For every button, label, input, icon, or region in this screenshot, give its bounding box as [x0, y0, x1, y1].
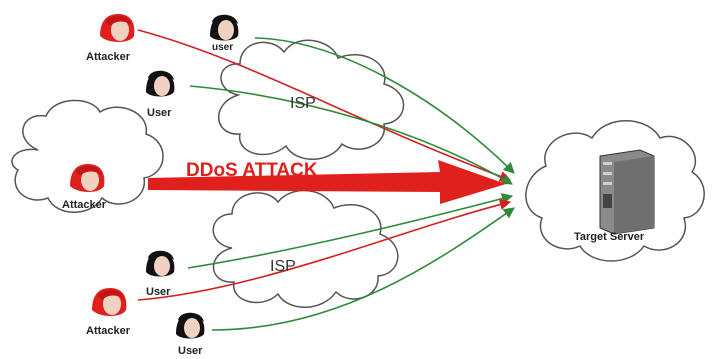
attacker-top-label: Attacker [86, 51, 131, 63]
attacker-main-icon [70, 164, 105, 192]
isp-label-bottom: ISP [270, 258, 296, 275]
line-user-bottom [211, 207, 515, 331]
line-attacker-top [137, 29, 512, 182]
user-top-label: user [212, 42, 233, 53]
ddos-arrow [148, 160, 506, 204]
isp-label-top: ISP [290, 95, 316, 112]
attacker-bottom-label: Attacker [86, 325, 131, 337]
user-mid-top-label: User [147, 107, 172, 119]
isp-cloud-top [218, 39, 405, 160]
attacker-top-icon [100, 14, 135, 42]
user-mid-top-icon [146, 70, 175, 97]
line-user-mid-top [189, 85, 513, 185]
line-user-top [254, 37, 515, 174]
isp-cloud-bottom [212, 189, 399, 308]
ddos-label: DDoS ATTACK [186, 160, 318, 181]
target-server-label: Target Server [574, 231, 645, 243]
line-attacker-bottom [137, 199, 512, 301]
user-bottom-label: User [178, 345, 203, 357]
target-server [599, 149, 655, 235]
user-mid-bottom-icon [146, 250, 175, 277]
user-bottom-icon [176, 312, 205, 339]
line-user-mid-bottom [187, 193, 514, 269]
user-top-icon [210, 14, 239, 41]
traffic-lines [137, 29, 515, 331]
attacker-main-label: Attacker [62, 199, 107, 211]
attacker-cloud [11, 99, 164, 213]
user-mid-bottom-label: User [146, 286, 171, 298]
attacker-bottom-icon [92, 288, 127, 316]
